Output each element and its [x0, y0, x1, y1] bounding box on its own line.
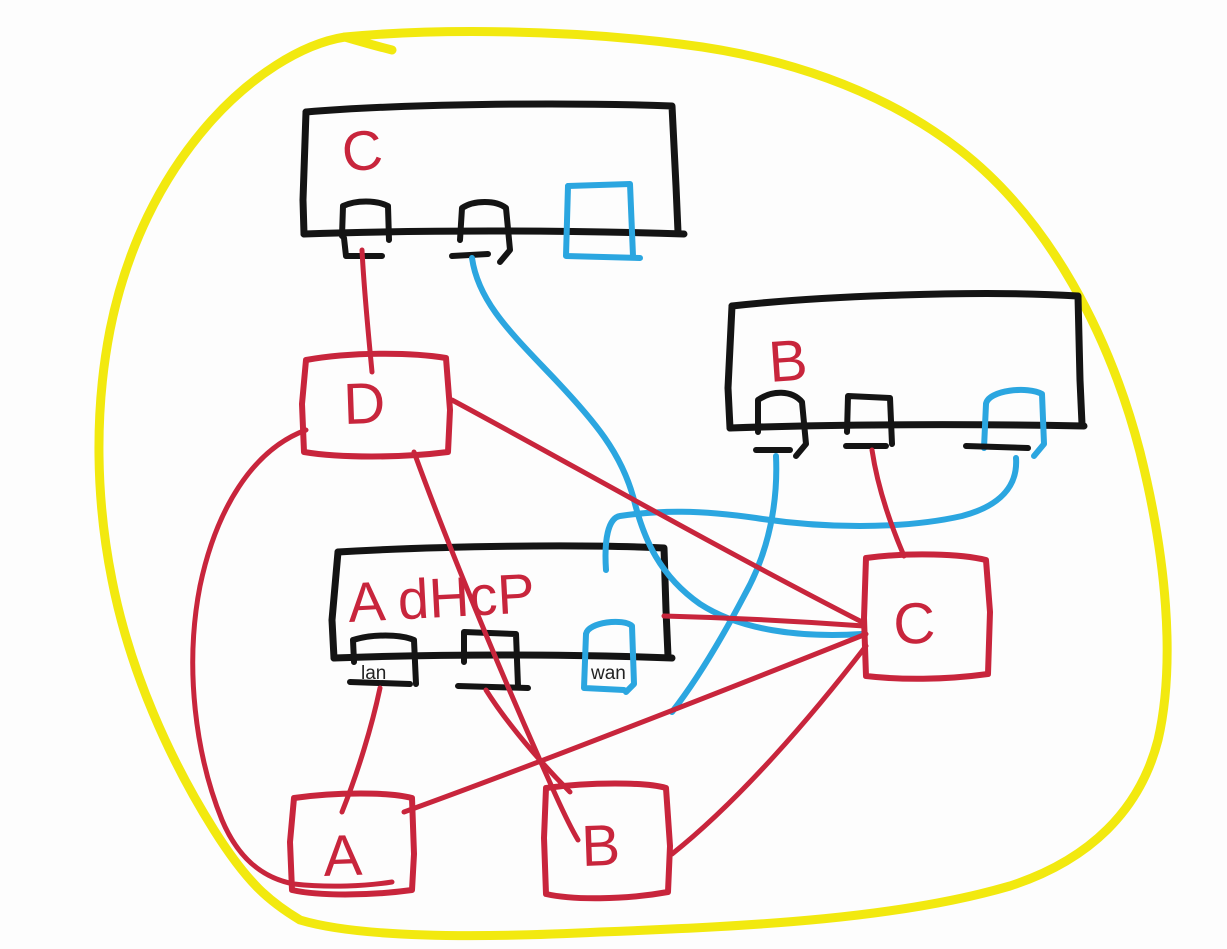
- link-switcha-lan-node-a: [339, 685, 383, 815]
- link-switchb-p2-node-c: [869, 447, 907, 559]
- node-d[interactable]: D: [299, 350, 453, 460]
- switch-a-dhcp[interactable]: lan wan A dHcP: [328, 542, 676, 695]
- switch-c[interactable]: C: [299, 100, 688, 265]
- link-switchb-p1-node-c: [669, 453, 780, 715]
- switch-b-port-2[interactable]: [843, 393, 895, 449]
- switch-a-port-wan-label: wan: [590, 663, 626, 684]
- node-a[interactable]: A: [287, 790, 417, 898]
- node-b[interactable]: B: [541, 780, 673, 902]
- switch-a-port-mid[interactable]: [455, 629, 531, 691]
- link-switchc-p1-node-d: [359, 247, 375, 375]
- node-c[interactable]: C: [861, 551, 993, 682]
- link-node-d-node-b: [411, 449, 581, 843]
- switch-a-dhcp-label: A dHcP: [346, 561, 536, 634]
- link-switcha-mid-stub: [483, 687, 573, 795]
- link-node-d-node-c: [449, 397, 865, 625]
- node-b-label: B: [580, 813, 621, 879]
- switch-a-port-wan[interactable]: wan: [581, 618, 637, 695]
- switch-c-port-1[interactable]: [339, 198, 392, 259]
- switch-c-port-2[interactable]: [449, 199, 513, 265]
- switch-b-label: B: [766, 327, 809, 395]
- switch-b-port-3[interactable]: [963, 386, 1047, 459]
- link-node-a-node-c: [401, 631, 869, 815]
- link-switchb-p3-blue-loop: [602, 455, 1020, 573]
- yellow-boundary: [94, 27, 1172, 941]
- switch-c-label: C: [339, 117, 386, 184]
- node-d-label: D: [342, 371, 386, 437]
- switch-a-port-lan-label: lan: [361, 663, 386, 684]
- node-c-label: C: [892, 591, 936, 657]
- switch-b[interactable]: B: [724, 290, 1088, 459]
- link-node-d-node-a-sweep: [190, 427, 395, 889]
- switch-c-port-3[interactable]: [563, 181, 643, 261]
- link-node-b-node-c: [669, 643, 869, 857]
- node-a-label: A: [322, 823, 363, 889]
- switch-a-port-lan[interactable]: lan: [347, 632, 419, 687]
- links-layer: [190, 247, 1020, 889]
- link-switcha-mid-node-c: [661, 613, 867, 629]
- switch-b-port-1[interactable]: [753, 389, 809, 459]
